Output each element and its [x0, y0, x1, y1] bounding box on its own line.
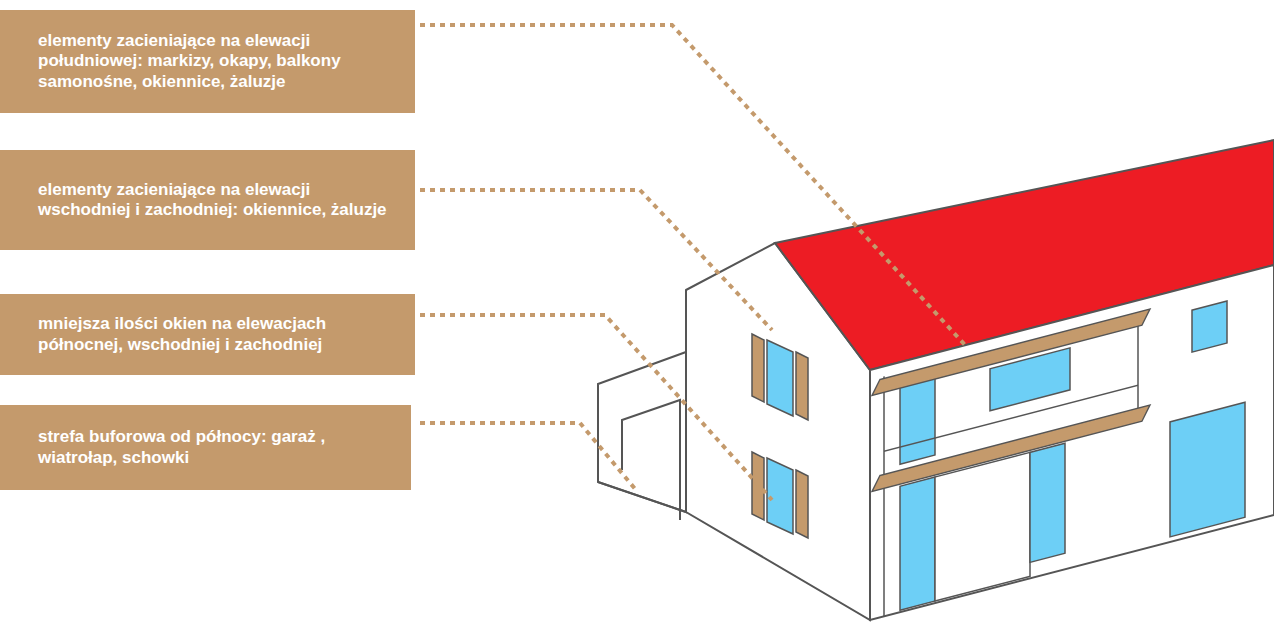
- window: [1030, 443, 1065, 562]
- callout-text: elementy zacieniające na elewacji wschod…: [38, 180, 403, 220]
- shutter: [796, 470, 808, 538]
- gable-windows: [752, 334, 808, 538]
- shutter: [796, 352, 808, 420]
- callout-box: strefa buforowa od północy: garaż , wiat…: [0, 405, 411, 490]
- garage-base: [598, 482, 686, 512]
- garage-door: [622, 400, 680, 520]
- leader-line: [420, 190, 772, 330]
- callout-text: strefa buforowa od północy: garaż , wiat…: [38, 427, 399, 467]
- leader-line: [420, 315, 772, 500]
- callout-text: elementy zacieniające na elewacji połudn…: [38, 31, 403, 91]
- balcony-slab: [872, 405, 1150, 491]
- window: [767, 340, 793, 416]
- balcony-post: [883, 376, 885, 616]
- callout-text: mniejsza ilości okien na elewacjach półn…: [38, 314, 403, 354]
- south-wall: [870, 265, 1274, 620]
- glazing-frame: [935, 452, 1030, 601]
- door: [1170, 402, 1245, 537]
- callout-box: elementy zacieniające na elewacji wschod…: [0, 150, 415, 250]
- leader-line: [420, 25, 965, 345]
- south-facade: [872, 282, 1245, 619]
- leader-lines: [420, 25, 965, 500]
- callout-box: elementy zacieniające na elewacji połudn…: [0, 10, 415, 113]
- window: [900, 375, 935, 464]
- shutter: [752, 334, 764, 402]
- leader-line: [420, 423, 636, 490]
- garage-wall: [598, 352, 686, 512]
- balcony-post: [1137, 324, 1139, 410]
- callout-box: mniejsza ilości okien na elewacjach półn…: [0, 294, 415, 375]
- awning: [872, 309, 1150, 395]
- window: [1192, 301, 1227, 352]
- window: [900, 477, 935, 610]
